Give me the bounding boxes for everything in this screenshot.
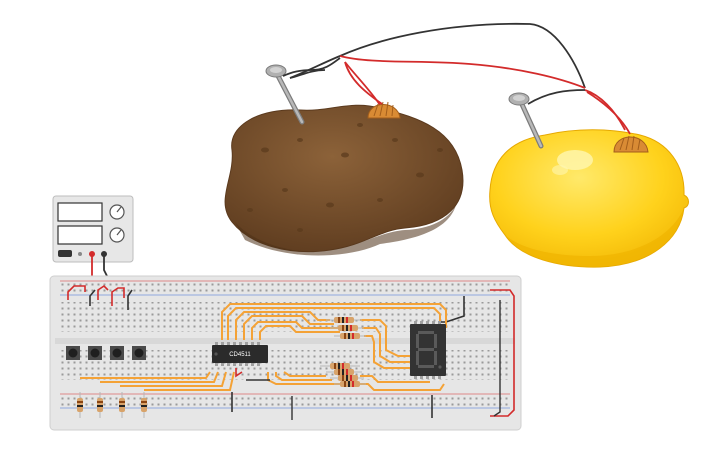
rail-wires-right: [431, 289, 515, 418]
resistor[interactable]: [320, 363, 360, 369]
cd4511-chip[interactable]: CD4511: [212, 342, 268, 366]
potato-copper-electrode: [367, 101, 401, 119]
power-switch[interactable]: [58, 250, 72, 257]
potato-nail-electrode: [265, 64, 305, 125]
resistor[interactable]: [334, 333, 366, 339]
resistor[interactable]: [119, 392, 125, 418]
power-supply-current-screen: [57, 225, 103, 245]
rail-wires-left: [67, 284, 133, 310]
resistor[interactable]: [77, 392, 83, 418]
power-supply-voltage-screen: [57, 202, 103, 222]
resistor[interactable]: [326, 369, 362, 375]
pushbuttons[interactable]: [66, 346, 146, 360]
pushbutton-1[interactable]: [66, 346, 80, 360]
electrode-wires: [282, 57, 631, 135]
fruit-wires[interactable]: [289, 22, 626, 230]
resistor[interactable]: [141, 392, 147, 418]
segment-resistors[interactable]: [320, 317, 366, 387]
lemon-battery[interactable]: [489, 92, 689, 268]
lemon-copper-electrode: [613, 135, 649, 153]
breadboard[interactable]: [49, 275, 522, 431]
power-supply[interactable]: [52, 195, 134, 263]
pushbutton-4[interactable]: [132, 346, 146, 360]
seven-segment-display[interactable]: 8: [410, 321, 446, 379]
signal-wires: [80, 303, 447, 391]
pushbutton-2[interactable]: [88, 346, 102, 360]
pulldown-resistors[interactable]: [77, 392, 147, 418]
resistor[interactable]: [330, 375, 364, 381]
resistor[interactable]: [330, 325, 364, 331]
lemon-nail-electrode: [508, 92, 544, 149]
resistor[interactable]: [97, 392, 103, 418]
pushbutton-3[interactable]: [110, 346, 124, 360]
chip-label: CD4511: [229, 352, 251, 358]
resistor[interactable]: [334, 381, 366, 387]
potato-battery[interactable]: [224, 64, 464, 256]
chip-power-wires: [231, 368, 293, 420]
resistor[interactable]: [326, 317, 362, 323]
